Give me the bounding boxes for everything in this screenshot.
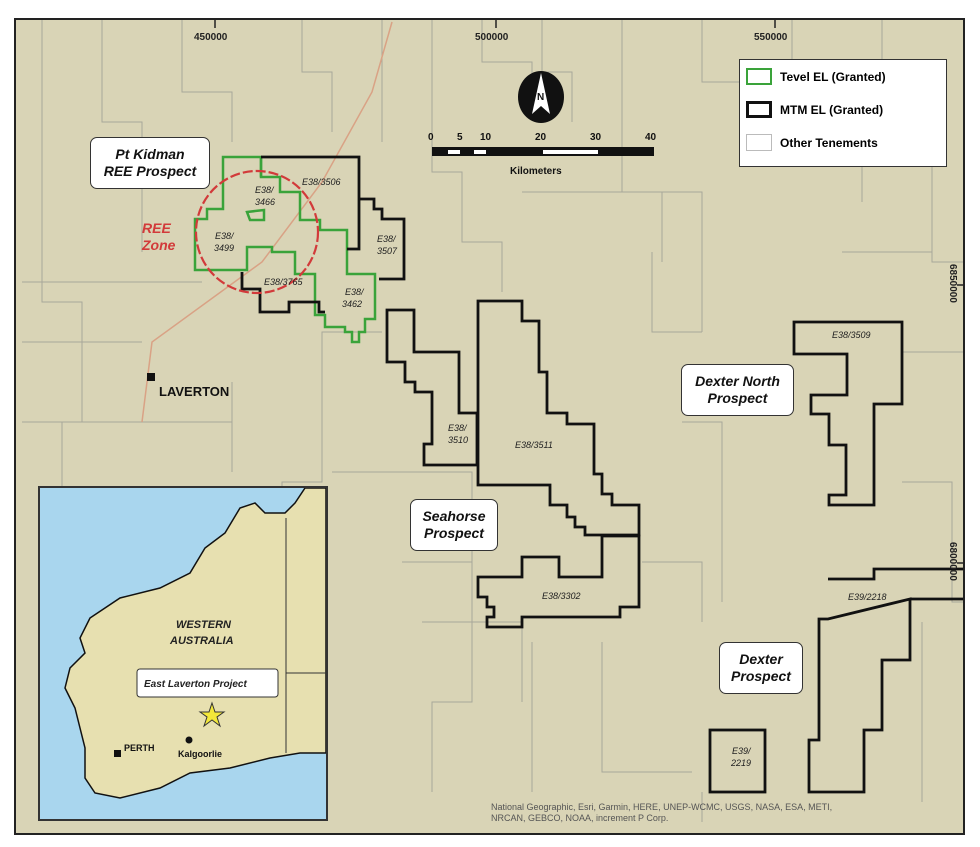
project-label: East Laverton Project <box>144 679 247 690</box>
tevel-swatch-icon <box>746 68 772 85</box>
label-e3507: E38/ <box>377 234 397 244</box>
mtm-tenements <box>240 155 963 794</box>
perth-label: PERTH <box>124 743 155 753</box>
other-swatch-icon <box>746 134 772 151</box>
kalgoorlie-marker-icon <box>185 736 193 744</box>
label-e2218: E39/2218 <box>848 592 887 602</box>
north-arrow: N <box>518 71 564 123</box>
perth-marker-icon <box>114 750 121 757</box>
scale-bar: 0 5 10 20 30 40 Kilometers <box>428 132 657 177</box>
label-e3499-num: 3499 <box>214 243 234 253</box>
label-e3462: E38/ <box>345 287 365 297</box>
label-e2219: E39/ <box>732 746 752 756</box>
western-australia-landmass <box>64 488 326 799</box>
north-label: N <box>537 92 544 103</box>
map-frame[interactable]: E38/3506 E38/3466 E38/3499 E38/3507 E38/… <box>14 18 965 835</box>
legend-item-tevel: Tevel EL (Granted) <box>740 60 946 93</box>
label-e3302: E38/3302 <box>542 591 581 601</box>
label-e3462-num: 3462 <box>342 299 362 309</box>
label-e3499: E38/ <box>215 231 235 241</box>
label-e3511: E38/3511 <box>515 440 553 450</box>
project-star-icon <box>198 701 226 728</box>
tenement-labels: E38/3506 E38/3466 E38/3499 E38/3507 E38/… <box>214 177 887 768</box>
legend-item-mtm: MTM EL (Granted) <box>740 93 946 126</box>
label-e3506: E38/3506 <box>302 177 341 187</box>
scale-unit: Kilometers <box>510 166 562 177</box>
scale-tick: 40 <box>645 132 657 143</box>
label-e3466-num: 3466 <box>255 197 275 207</box>
mtm-swatch-icon <box>746 101 772 118</box>
label-e3509: E38/3509 <box>832 330 871 340</box>
road <box>141 21 393 423</box>
scale-tick: 20 <box>535 132 547 143</box>
easting-550000: 550000 <box>754 32 788 43</box>
legend: Tevel EL (Granted) MTM EL (Granted) Othe… <box>739 59 947 167</box>
label-e3510: E38/ <box>448 423 468 433</box>
grid-ticks <box>214 20 963 564</box>
town-label: LAVERTON <box>159 384 229 399</box>
scale-tick: 30 <box>590 132 602 143</box>
label-e2219-num: 2219 <box>730 758 751 768</box>
scale-tick: 0 <box>428 132 434 143</box>
northing-6850000: 6850000 <box>947 264 958 303</box>
label-e3507-num: 3507 <box>377 246 398 256</box>
label-e3765: E38/3765 <box>264 277 304 287</box>
ree-zone-circle <box>194 169 320 295</box>
state-label-2: AUSTRALIA <box>169 635 234 647</box>
state-label: WESTERN <box>176 619 232 631</box>
attribution: National Geographic, Esri, Garmin, HERE,… <box>491 802 833 823</box>
scale-tick: 5 <box>457 132 463 143</box>
legend-item-other: Other Tenements <box>740 126 946 159</box>
scale-tick: 10 <box>480 132 492 143</box>
kalgoorlie-label: Kalgoorlie <box>178 749 222 759</box>
locator-inset-map: WESTERN AUSTRALIA East Laverton Project P… <box>38 486 328 821</box>
easting-500000: 500000 <box>475 32 509 43</box>
label-e3466: E38/ <box>255 185 275 195</box>
project-callout <box>136 668 279 698</box>
svg-text:Zone: Zone <box>141 237 176 253</box>
svg-text:REE: REE <box>142 220 171 236</box>
northing-6800000: 6800000 <box>947 542 958 581</box>
easting-450000: 450000 <box>194 32 228 43</box>
label-e3510-num: 3510 <box>448 435 468 445</box>
laverton-town: LAVERTON <box>147 373 229 399</box>
tevel-tenements <box>193 155 377 344</box>
map-canvas: E38/3506 E38/3466 E38/3499 E38/3507 E38/… <box>22 20 963 822</box>
